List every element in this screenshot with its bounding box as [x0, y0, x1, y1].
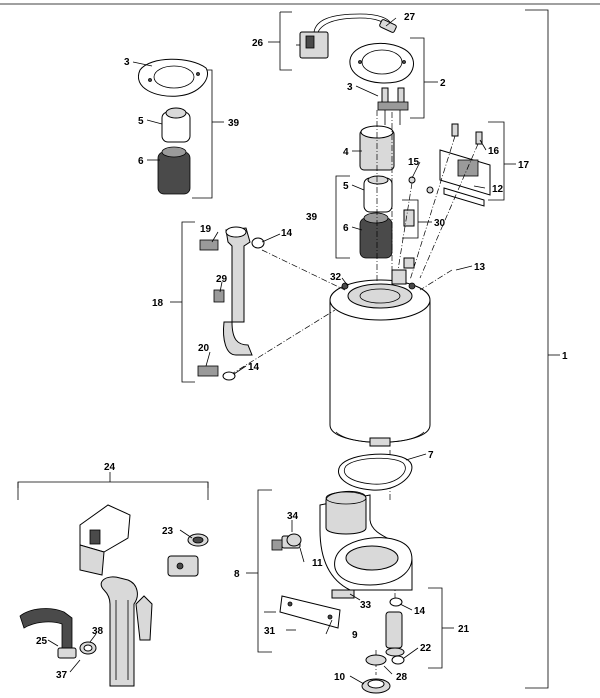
tank-gasket-7 — [338, 453, 413, 491]
water-tank — [329, 257, 431, 447]
callout-20: 20 — [198, 343, 210, 354]
control-bracket-17 — [408, 121, 516, 207]
callout-8: 8 — [234, 569, 240, 580]
callout-37: 37 — [56, 670, 68, 681]
callout-22: 22 — [420, 643, 432, 654]
callout-10: 10 — [334, 672, 346, 683]
callout-13: 13 — [474, 262, 486, 273]
callout-29: 29 — [216, 274, 228, 285]
callout-14-a: 14 — [281, 228, 293, 239]
element-stack — [335, 125, 395, 259]
callout-23: 23 — [162, 526, 174, 537]
callout-25: 25 — [36, 636, 48, 647]
callout-31: 31 — [264, 626, 276, 637]
leader-lines — [47, 17, 487, 685]
callout-33: 33 — [360, 600, 372, 611]
callout-17: 17 — [518, 160, 530, 171]
callout-15: 15 — [408, 157, 420, 168]
callout-labels: 1 2 3 3 4 5 5 6 6 7 8 9 10 11 12 13 14 1… — [36, 12, 568, 683]
callout-6-left: 6 — [138, 156, 144, 167]
callout-9: 9 — [352, 630, 358, 641]
internal-assembly-24 — [17, 472, 302, 687]
wire-harness — [279, 11, 397, 71]
base-assembly-8 — [246, 489, 413, 653]
callout-3-center: 3 — [347, 82, 353, 93]
callout-6-center: 6 — [343, 223, 349, 234]
callout-21: 21 — [458, 624, 470, 635]
element-plate-2 — [349, 37, 438, 125]
drain-assembly-21 — [361, 587, 454, 694]
callout-19: 19 — [200, 224, 212, 235]
callout-12: 12 — [492, 184, 504, 195]
callout-34: 34 — [287, 511, 299, 522]
callout-11: 11 — [312, 558, 323, 569]
callout-39-left: 39 — [228, 118, 240, 129]
bracket-assembly-1 — [525, 9, 560, 689]
callout-28: 28 — [396, 672, 408, 683]
callout-5-center: 5 — [343, 181, 349, 192]
callout-38: 38 — [92, 626, 104, 637]
callout-16: 16 — [488, 146, 500, 157]
callout-18: 18 — [152, 298, 164, 309]
callout-7: 7 — [428, 450, 434, 461]
callout-26: 26 — [252, 38, 264, 49]
callout-32: 32 — [330, 272, 342, 283]
callout-14-b: 14 — [248, 362, 260, 373]
callout-2: 2 — [440, 78, 446, 89]
callout-1: 1 — [562, 351, 568, 362]
callout-27: 27 — [404, 12, 416, 23]
callout-14-c: 14 — [414, 606, 426, 617]
inlet-pipe-18 — [170, 221, 265, 383]
callout-4: 4 — [343, 147, 349, 158]
callout-39-center: 39 — [306, 212, 318, 223]
callout-24: 24 — [104, 462, 116, 473]
callout-3-left: 3 — [124, 57, 130, 68]
callout-30: 30 — [434, 218, 446, 229]
bracket-30 — [402, 199, 432, 239]
callout-5-left: 5 — [138, 116, 144, 127]
kit-39-left — [137, 58, 224, 199]
